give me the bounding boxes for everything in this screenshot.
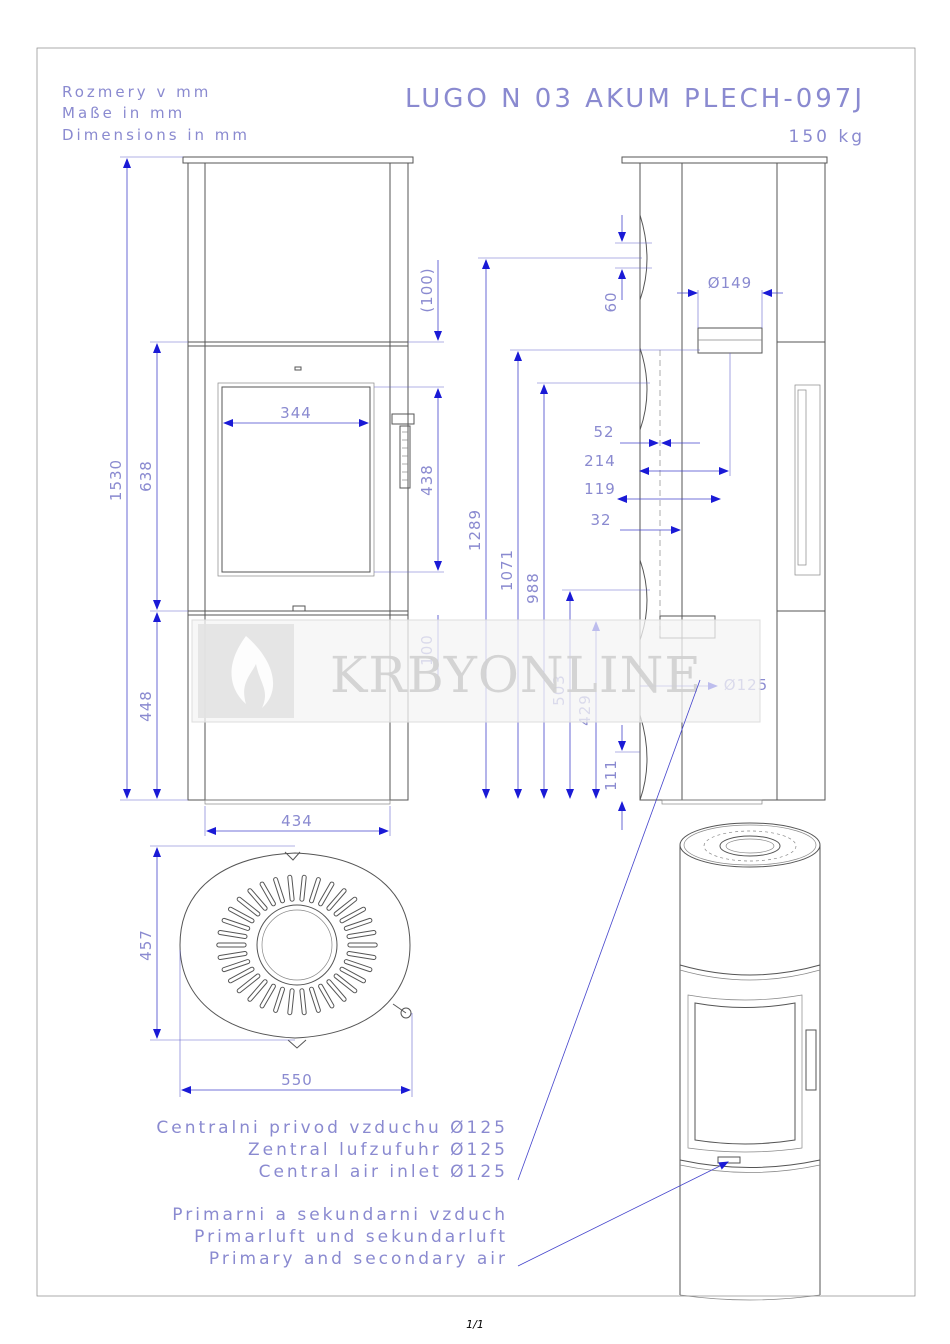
dim-149: Ø149 bbox=[708, 274, 752, 292]
vent-slot-inner bbox=[229, 967, 254, 983]
top-outline bbox=[179, 852, 411, 1039]
iso-body bbox=[679, 845, 821, 1295]
primary-air-cz: Primarni a sekundarni vzduch bbox=[172, 1205, 508, 1225]
iso-door bbox=[694, 1002, 796, 1145]
units-de: Maße in mm bbox=[62, 104, 185, 122]
vent-slot-inner bbox=[237, 974, 260, 993]
side-base bbox=[661, 799, 763, 805]
dim-1289: 1289 bbox=[466, 509, 484, 551]
flame-logo-icon bbox=[231, 636, 274, 708]
dim-344: 344 bbox=[280, 404, 312, 422]
drawing-title: LUGO N 03 AKUM PLECH-097J bbox=[405, 84, 865, 114]
vent-slot-inner bbox=[222, 960, 250, 972]
weight-label: 150 kg bbox=[789, 127, 866, 147]
units-note: Rozmery v mm Maße in mm Dimensions in mm bbox=[62, 83, 250, 144]
front-top-plate bbox=[182, 156, 414, 164]
front-base bbox=[204, 799, 391, 805]
dim-52: 52 bbox=[593, 423, 614, 441]
dim-438: 438 bbox=[418, 464, 436, 496]
flue-collar bbox=[697, 327, 763, 354]
units-cz: Rozmery v mm bbox=[62, 83, 211, 101]
iso-handle bbox=[805, 1029, 817, 1091]
vent-slot-inner bbox=[248, 980, 267, 1001]
vent-slots bbox=[216, 874, 378, 1016]
primary-air-note: Primarni a sekundarni vzduch Primarluft … bbox=[172, 1161, 729, 1269]
vent-slot-inner bbox=[229, 907, 254, 923]
dim-434: 434 bbox=[281, 812, 313, 830]
sheet-border bbox=[36, 47, 916, 1297]
vent-slot-inner bbox=[319, 882, 334, 906]
front-door bbox=[221, 386, 371, 573]
vent-slot-inner bbox=[310, 987, 320, 1012]
top-inner-ring bbox=[256, 904, 338, 986]
page-number: 1/1 bbox=[466, 1318, 484, 1331]
top-view bbox=[179, 851, 412, 1049]
dim-100-top: (100) bbox=[418, 267, 436, 312]
vent-slot-inner bbox=[344, 918, 372, 930]
isometric-view bbox=[679, 822, 821, 1301]
side-view bbox=[621, 156, 828, 805]
dim-988: 988 bbox=[524, 572, 542, 604]
vent-slot-inner bbox=[300, 875, 306, 901]
dim-550: 550 bbox=[281, 1071, 313, 1089]
vent-slot-inner bbox=[344, 960, 372, 972]
dim-457: 457 bbox=[137, 929, 155, 961]
vent-slot-inner bbox=[347, 931, 376, 938]
vent-slot-inner bbox=[340, 967, 365, 983]
vent-slot-inner bbox=[340, 907, 365, 923]
central-air-en: Central air inlet Ø125 bbox=[259, 1162, 508, 1182]
central-air-note: Centralni privod vzduchu Ø125 Zentral lu… bbox=[156, 679, 701, 1182]
central-air-de: Zentral lufzufuhr Ø125 bbox=[248, 1140, 508, 1160]
vent-slot-inner bbox=[300, 989, 306, 1015]
vent-slot-inner bbox=[218, 952, 247, 959]
vent-slot-inner bbox=[260, 882, 275, 906]
iso-top bbox=[679, 822, 821, 868]
watermark: KRBYONLINE bbox=[191, 619, 761, 723]
front-dimensions: 1530 638 448 344 438 (100) 100 434 bbox=[107, 156, 444, 836]
vent-slot-inner bbox=[327, 980, 346, 1001]
vent-slot-inner bbox=[334, 897, 357, 916]
vent-slot-inner bbox=[218, 931, 247, 938]
top-handle-knob bbox=[400, 1007, 412, 1019]
door-handle bbox=[391, 413, 415, 425]
vent-slot-inner bbox=[222, 918, 250, 930]
vent-slot-inner bbox=[288, 989, 294, 1015]
vent-slot-inner bbox=[310, 878, 320, 903]
central-air-cz: Centralni privod vzduchu Ø125 bbox=[156, 1118, 508, 1138]
dim-32: 32 bbox=[590, 511, 611, 529]
vent-slot-inner bbox=[274, 878, 284, 903]
vent-slot-inner bbox=[327, 889, 346, 910]
side-top-plate bbox=[621, 156, 828, 164]
vent-slot-inner bbox=[319, 984, 334, 1008]
front-view bbox=[182, 156, 415, 805]
dim-60: 60 bbox=[602, 291, 620, 312]
dim-1530: 1530 bbox=[107, 459, 125, 501]
handle-grip bbox=[399, 425, 411, 489]
vent-slot-inner bbox=[248, 889, 267, 910]
vent-slot-inner bbox=[347, 952, 376, 959]
dim-448: 448 bbox=[137, 690, 155, 722]
primary-air-de: Primarluft und sekundarluft bbox=[194, 1227, 508, 1247]
vent-slot-inner bbox=[237, 897, 260, 916]
vent-slot-inner bbox=[334, 974, 357, 993]
dim-1071: 1071 bbox=[498, 549, 516, 591]
dim-214: 214 bbox=[584, 452, 616, 470]
units-en: Dimensions in mm bbox=[62, 126, 250, 144]
primary-air-en: Primary and secondary air bbox=[209, 1249, 508, 1269]
watermark-text: KRBYONLINE bbox=[330, 646, 702, 704]
vent-slot-inner bbox=[260, 984, 275, 1008]
top-dimensions: 457 550 bbox=[137, 845, 413, 1097]
dim-111: 111 bbox=[602, 759, 620, 791]
side-dimensions: 1289 1071 988 503 429 111 60 Ø149 52 bbox=[466, 215, 783, 830]
vent-slot-inner bbox=[274, 987, 284, 1012]
dim-119: 119 bbox=[584, 480, 616, 498]
dim-638: 638 bbox=[137, 460, 155, 492]
vent-slot-inner bbox=[288, 875, 294, 901]
